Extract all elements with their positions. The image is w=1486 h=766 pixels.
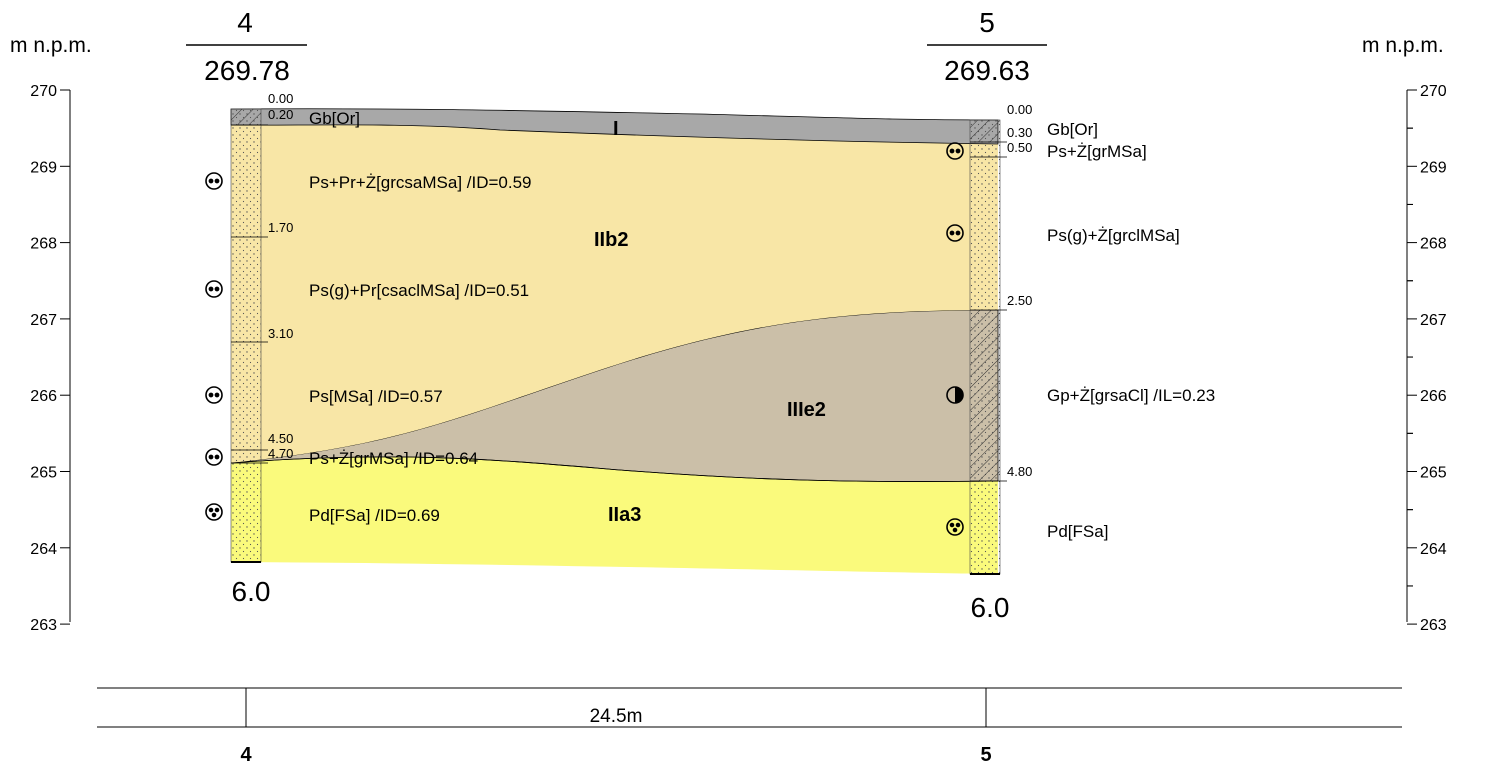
layer-sand-medium xyxy=(231,124,998,463)
left-elevation-axis: m n.p.m. 270 269 268 267 266 265 264 263 xyxy=(10,34,1413,634)
depth-label: 2.50 xyxy=(1007,293,1032,308)
unit-label: IIIe2 xyxy=(787,399,826,421)
borehole-5-id: 5 xyxy=(979,7,995,38)
layers xyxy=(230,108,999,574)
distance-scale: 24.5m 4 5 xyxy=(97,687,1402,766)
borehole-4-depth: 6.0 xyxy=(232,576,271,607)
unit-label: IIb2 xyxy=(594,229,628,251)
depth-label: 4.50 xyxy=(268,431,293,446)
depth-label: 3.10 xyxy=(268,326,293,341)
medium-dense-icon xyxy=(205,172,223,190)
borehole-5-layer-descriptions: Gb[Or] Ps+Ż[grMSa] Ps(g)+Ż[grclMSa] Gp+Ż… xyxy=(1047,120,1215,541)
layer-description: Pd[FSa] /ID=0.69 xyxy=(309,506,440,525)
elevation-tick-label: 269 xyxy=(30,159,57,176)
medium-dense-icon xyxy=(205,280,223,298)
borehole-4-layer-descriptions: Gb[Or] Ps+Pr+Ż[grcsaMSa] /ID=0.59 Ps(g)+… xyxy=(309,109,532,525)
elevation-tick-label: 268 xyxy=(30,236,57,253)
elevation-tick-label: 270 xyxy=(1420,83,1447,100)
unit-labels: I IIb2 IIIe2 IIa3 xyxy=(594,118,826,526)
dense-icon xyxy=(946,518,964,536)
depth-label: 0.30 xyxy=(1007,125,1032,140)
right-elevation-axis: m n.p.m. 270 269 268 267 266 265 264 263 xyxy=(1362,34,1447,634)
medium-dense-icon xyxy=(946,224,964,242)
medium-dense-icon xyxy=(946,142,964,160)
elevation-tick-label: 266 xyxy=(1420,388,1447,405)
borehole-5-depth: 6.0 xyxy=(971,592,1010,623)
soil-state-symbols xyxy=(205,142,964,536)
depth-label: 0.00 xyxy=(1007,102,1032,117)
elevation-tick-label: 266 xyxy=(30,388,57,405)
borehole-5-column xyxy=(969,119,1007,575)
elevation-tick-label: 268 xyxy=(1420,236,1447,253)
distance-label: 24.5m xyxy=(590,706,643,727)
layer-description: Ps[MSa] /ID=0.57 xyxy=(309,387,443,406)
borehole-5-header: 5 269.63 6.0 xyxy=(927,7,1047,623)
medium-dense-icon xyxy=(205,386,223,404)
depth-label: 0.50 xyxy=(1007,140,1032,155)
borehole-5-bottom-label: 5 xyxy=(980,744,991,766)
depth-label: 1.70 xyxy=(268,220,293,235)
elevation-tick-label: 267 xyxy=(1420,312,1447,329)
borehole-4-bottom-label: 4 xyxy=(240,744,252,766)
elevation-tick-label: 265 xyxy=(1420,465,1447,482)
layer-description: Gb[Or] xyxy=(309,109,360,128)
layer-description: Gb[Or] xyxy=(1047,120,1098,139)
borehole-4-depth-labels: 0.00 0.20 1.70 3.10 4.50 4.70 xyxy=(268,91,293,461)
depth-label: 4.70 xyxy=(268,446,293,461)
borehole-5-depth-labels: 0.00 0.30 0.50 2.50 4.80 xyxy=(1007,102,1032,479)
borehole-4-id: 4 xyxy=(237,7,253,38)
layer-description: Ps+Ż[grMSa] /ID=0.64 xyxy=(309,449,478,468)
right-units-label: m n.p.m. xyxy=(1362,34,1444,57)
borehole-4-header: 4 269.78 6.0 xyxy=(186,7,307,607)
layer-description: Ps(g)+Pr[csaclMSa] /ID=0.51 xyxy=(309,281,529,300)
layer-description: Ps(g)+Ż[grclMSa] xyxy=(1047,226,1180,245)
medium-dense-icon xyxy=(205,448,223,466)
elevation-tick-label: 264 xyxy=(1420,541,1447,558)
elevation-tick-label: 264 xyxy=(30,541,57,558)
borehole-4-column xyxy=(230,108,268,563)
elevation-tick-label: 270 xyxy=(30,83,57,100)
elevation-tick-label: 263 xyxy=(1420,617,1447,634)
elevation-tick-label: 269 xyxy=(1420,159,1447,176)
unit-label: IIa3 xyxy=(608,504,641,526)
borehole-5-elevation: 269.63 xyxy=(944,55,1030,86)
elevation-tick-label: 267 xyxy=(30,312,57,329)
layer-description: Ps+Pr+Ż[grcsaMSa] /ID=0.59 xyxy=(309,173,532,192)
unit-label: I xyxy=(613,118,619,140)
layer-description: Pd[FSa] xyxy=(1047,522,1108,541)
borehole-4-elevation: 269.78 xyxy=(204,55,290,86)
depth-label: 0.20 xyxy=(268,107,293,122)
elevation-tick-label: 263 xyxy=(30,617,57,634)
depth-label: 4.80 xyxy=(1007,464,1032,479)
depth-label: 0.00 xyxy=(268,91,293,106)
stiff-plastic-icon xyxy=(946,386,964,404)
layer-description: Ps+Ż[grMSa] xyxy=(1047,142,1147,161)
left-units-label: m n.p.m. xyxy=(10,34,92,57)
layer-description: Gp+Ż[grsaCl] /IL=0.23 xyxy=(1047,386,1215,405)
layer-sand-fine xyxy=(231,456,998,574)
dense-icon xyxy=(205,503,223,521)
elevation-tick-label: 265 xyxy=(30,465,57,482)
